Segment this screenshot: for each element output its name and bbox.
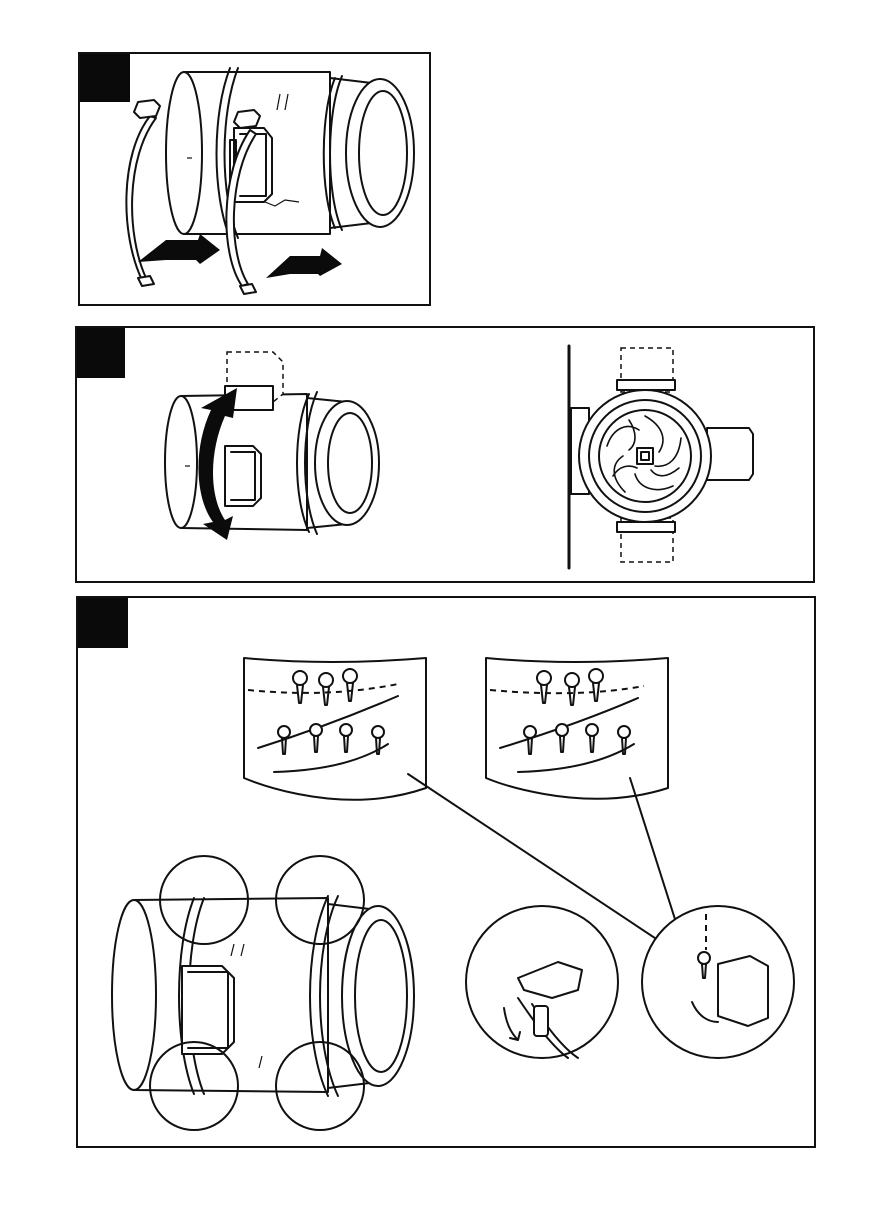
- slide-arrow-left: [138, 234, 220, 264]
- slide-arrow-right: [266, 248, 342, 278]
- step-3-illustration: [78, 598, 818, 1150]
- duct-fan-body: [166, 68, 414, 238]
- step-2-illustration: [77, 328, 817, 585]
- wall-mount-front-view: [569, 346, 753, 568]
- detail-screw-fixing: [642, 906, 794, 1058]
- step-1-panel: [78, 52, 431, 306]
- step-3-panel: [76, 596, 816, 1148]
- duct-fan-with-clamps: [112, 856, 414, 1130]
- duct-fan-body: [165, 392, 379, 534]
- screw-card-right: [486, 658, 668, 799]
- detail-clip-open: [466, 906, 618, 1058]
- step-1-illustration: [80, 54, 433, 308]
- screw-card-left: [244, 658, 426, 800]
- step-2-panel: [75, 326, 815, 583]
